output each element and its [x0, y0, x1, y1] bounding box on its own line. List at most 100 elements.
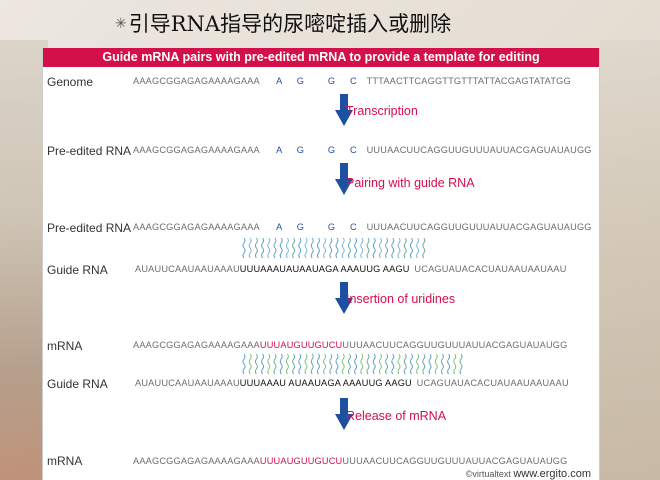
base-pair-mark	[298, 353, 302, 375]
row-label-guide-rna: Guide RNA	[47, 263, 108, 277]
base-pair-mark	[267, 353, 271, 375]
base-pair-mark	[366, 353, 370, 375]
base-pair-mark	[292, 237, 296, 259]
base-pair-mark	[422, 237, 426, 259]
sequence-pre-edited-rna-paired: AAAGCGGAGAGAAAAGAAA A G G C UUUAACUUCAGG…	[133, 222, 592, 232]
base-pair-mark	[372, 237, 376, 259]
seq-base: A	[276, 222, 282, 232]
credit-copyright: ©virtualtext	[465, 469, 511, 479]
base-pair-mark	[316, 237, 320, 259]
seq-segment: AAAGCGGAGAGAAAAGAAA	[133, 222, 260, 232]
row-label-pre-edited-rna: Pre-edited RNA	[47, 144, 132, 158]
base-pair-mark	[292, 353, 296, 375]
down-arrow-icon	[335, 94, 353, 126]
row-label-genome: Genome	[47, 75, 94, 89]
base-pair-mark	[341, 353, 345, 375]
base-pair-mark	[378, 353, 382, 375]
sequence-genome: AAAGCGGAGAGAAAAGAAA A G G C TTTAACTTCAGG…	[133, 76, 571, 86]
base-pair-mark	[397, 353, 401, 375]
seq-segment: UUUAACUUCAGGUUGUUUAUUACGAGUAUAUGG	[342, 456, 568, 466]
seq-inserted-uridines: UUUAUGUUGUCU	[259, 340, 343, 350]
base-pair-mark	[409, 353, 413, 375]
base-pair-mark	[285, 353, 289, 375]
base-pair-mark	[267, 237, 271, 259]
base-pair-mark	[347, 353, 351, 375]
seq-base: A	[276, 76, 282, 86]
base-pair-mark	[347, 237, 351, 259]
base-pair-mark	[341, 237, 345, 259]
base-pair-mark	[304, 237, 308, 259]
base-pair-mark	[316, 353, 320, 375]
base-pair-mark	[329, 353, 333, 375]
base-pair-mark	[310, 353, 314, 375]
seq-base: G	[296, 76, 305, 86]
base-pair-mark	[354, 237, 358, 259]
base-pair-mark	[372, 353, 376, 375]
seq-segment: AAGU	[382, 264, 410, 274]
base-pair-mark	[242, 237, 246, 259]
base-pair-mark	[459, 353, 463, 375]
base-pair-mark	[391, 353, 395, 375]
seq-segment: AUAUUCAAUAAUAAAU	[135, 378, 240, 388]
credit-link[interactable]: www.ergito.com	[513, 468, 591, 480]
slide-title: ✳引导RNA指导的尿嘧啶插入或删除	[115, 8, 451, 38]
seq-segment: AAAGCGGAGAGAAAAGAAA	[133, 76, 260, 86]
down-arrow-icon	[335, 282, 353, 314]
seq-base: G	[296, 145, 305, 155]
base-pair-mark	[248, 353, 252, 375]
seq-segment: AAAUUG	[342, 378, 383, 388]
seq-segment: AAGU	[385, 378, 412, 388]
seq-segment: AUAAUAGA	[288, 378, 341, 388]
seq-segment: UCAGUAUACACUAUAAUAAUAAU	[414, 264, 567, 274]
diagram-panel: Guide mRNA pairs with pre-edited mRNA to…	[42, 48, 600, 480]
step-pairing: Pairing with guide RNA	[346, 176, 475, 190]
base-pair-mark	[403, 353, 407, 375]
base-pair-mark	[428, 353, 432, 375]
base-pair-mark	[453, 353, 457, 375]
slide-title-text: 引导RNA指导的尿嘧啶插入或删除	[128, 12, 452, 36]
base-pair-mark	[378, 237, 382, 259]
seq-segment: UUUAACUUCAGGUUGUUUAUUACGAGUAUAUGG	[366, 222, 592, 232]
sequence-pre-edited-rna: AAAGCGGAGAGAAAAGAAA A G G C UUUAACUUCAGG…	[133, 145, 592, 155]
base-pair-mark	[354, 353, 358, 375]
base-pair-mark	[422, 353, 426, 375]
seq-inserted-uridines: UUUAUGUUGUCU	[259, 456, 343, 466]
seq-segment: AUAAUAGA	[286, 264, 339, 274]
seq-base: G	[327, 222, 336, 232]
base-pair-mark	[416, 237, 420, 259]
base-pair-marks	[242, 353, 463, 375]
seq-base: G	[327, 145, 336, 155]
base-pair-mark	[254, 237, 258, 259]
base-pair-mark	[261, 237, 265, 259]
seq-base: C	[349, 222, 357, 232]
row-label-guide-rna: Guide RNA	[47, 377, 108, 391]
base-pair-mark	[304, 353, 308, 375]
seq-segment: UUUAACUUCAGGUUGUUUAUUACGAGUAUAUGG	[366, 145, 592, 155]
step-transcription: Transcription	[346, 104, 418, 118]
step-release: Release of mRNA	[346, 409, 447, 423]
credit: ©virtualtext www.ergito.com	[466, 468, 591, 480]
base-pair-mark	[279, 237, 283, 259]
base-pair-mark	[385, 237, 389, 259]
seq-base: C	[349, 145, 357, 155]
sequence-guide-rna: AUAUUCAAUAAUAAAUUUUAAAUAUAAUAGA AAAUUG A…	[135, 264, 567, 274]
base-pair-mark	[248, 237, 252, 259]
bullet-icon: ✳	[115, 16, 127, 32]
base-pair-mark	[391, 237, 395, 259]
base-pair-mark	[447, 353, 451, 375]
down-arrow-icon	[335, 398, 353, 430]
base-pair-mark	[409, 237, 413, 259]
down-arrow-icon	[335, 163, 353, 195]
base-pair-mark	[310, 237, 314, 259]
base-pair-mark	[416, 353, 420, 375]
sequence-guide-rna-paired: AUAUUCAAUAAUAAAUUUUAAAU AUAAUAGA AAAUUG …	[135, 378, 569, 388]
seq-segment: UUUAAAU	[239, 264, 287, 274]
base-pair-mark	[360, 353, 364, 375]
base-pair-mark	[397, 237, 401, 259]
base-pair-mark	[335, 237, 339, 259]
base-pair-mark	[242, 353, 246, 375]
seq-base: G	[296, 222, 305, 232]
base-pair-mark	[335, 353, 339, 375]
diagram-banner: Guide mRNA pairs with pre-edited mRNA to…	[43, 48, 599, 67]
row-label-pre-edited-rna: Pre-edited RNA	[47, 221, 132, 235]
